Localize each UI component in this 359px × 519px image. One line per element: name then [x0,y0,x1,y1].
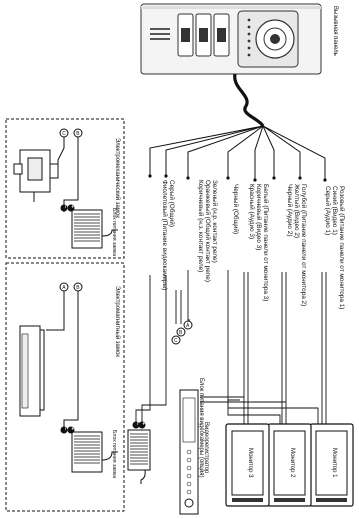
lock1-psu-label: Блок питания замка [111,208,117,257]
wire3-line1: Белый (Питание панели от монитора 3) [262,184,269,302]
wire3-line3: Красный (Аудио 3) [248,184,255,240]
relay-terminal-a: A [186,323,190,329]
camera-psu-plus-mark: + [140,422,146,426]
lock1-terminal-b: B [76,131,80,137]
monitor-2-label: Монитор 2 [289,448,295,478]
electromechanical-lock-terminals: C B [52,128,83,212]
lock2-plus-mark: + [69,427,75,431]
ir-led-icon [247,18,251,57]
panel-cable [233,73,265,128]
relay-terminals: A B C [171,320,193,345]
wire6-line2: Фиолетовый (Питание видеокамеры) [161,180,168,291]
lock1-terminal-c: C [62,131,66,137]
wire6-line1: Серый (Общий) [168,180,175,227]
lock2-title: Электромагнитный замок [114,286,120,357]
wire2-line3: Черный (Аудио 2) [286,184,293,237]
wire5-line1: Зеленый (н.р. контакт реле) [211,180,218,263]
monitor-bus-wires [135,270,327,424]
lock1-title: Электромеханический замок [114,138,120,218]
speaker-grille-icon [150,28,170,40]
monitor-2 [267,423,312,507]
electromechanical-lock-icon [13,149,59,202]
wire5-line3: Коричневый (н.з. контакт реле) [197,180,204,273]
power-cord-icon [140,469,146,484]
lock2-minus-mark: − [62,427,68,431]
lock2-terminal-a: A [62,285,66,291]
lock1-plus-mark: + [69,205,75,209]
wire5-line2: Оранжевый (Общий контакт реле) [204,180,211,282]
video-recorder [179,389,199,515]
camera-module [237,10,299,68]
lock2-psu-label: Блок питания замка [111,430,117,479]
lock2-psu-plus-icon [67,426,75,434]
lock2-terminal-b: B [76,285,80,291]
lock1-psu-minus-icon [60,204,68,212]
monitor-1 [309,423,354,507]
camera-psu-label: Блок питания видеокамеры (опция) [198,378,204,478]
psu-plus-terminal-icon [138,421,146,429]
electromechanical-lock-box [5,118,125,259]
relay-terminal-b: B [179,330,183,336]
wire2-line2: Желтый (Видео 2) [293,184,300,239]
monitor-1-label: Монитор 1 [331,448,337,478]
lock2-power-cord-icon [101,451,118,461]
call-panel [140,3,322,75]
lock1-minus-mark: − [62,205,68,209]
psu-minus-terminal-icon [132,421,140,429]
wire1-line1: Розовый (Питание панели от монитора 1) [338,186,345,310]
wire2-line1: Голубой (Питание панели от монитора 2) [300,184,307,307]
lock1-psu-plus-icon [67,204,75,212]
electromagnetic-lock-terminals: A B [46,282,83,432]
lock2-psu [60,426,118,473]
panel-label: Вызывная панель [332,6,338,56]
wire1-line3: Серый (Аудио 1) [324,186,331,236]
lock1-psu [60,204,118,249]
lock2-psu-minus-icon [60,426,68,434]
camera-psu [127,421,151,484]
electromagnetic-lock-box [5,262,125,512]
fanout-dots [148,174,327,182]
relay-terminal-c: C [174,338,178,344]
wire1-line2: Синий (Видео 1) [331,186,338,235]
wire4-line1: Черный (Общий) [232,184,239,235]
monitor-3 [225,423,270,507]
camera-psu-minus-mark: − [134,422,140,426]
wire3-line2: Коричневый (Видео 3) [255,184,262,251]
monitor-3-label: Монитор 3 [247,448,253,478]
call-buttons [177,13,230,57]
electromagnetic-lock-icon [19,325,45,417]
lock1-power-cord-icon [101,229,118,237]
fanout-wires [149,125,326,180]
